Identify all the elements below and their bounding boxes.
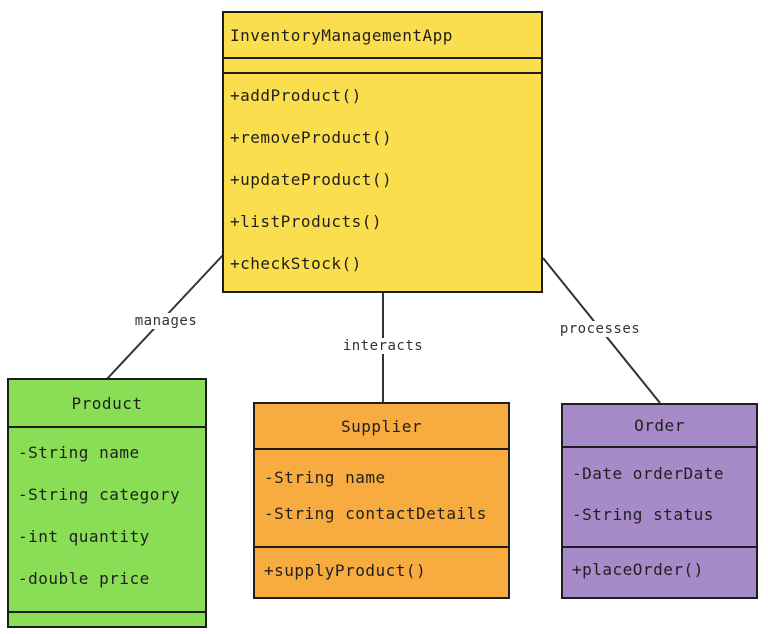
interacts-relationship-label: interacts xyxy=(337,338,429,354)
attribute-item: -String name xyxy=(264,467,386,487)
class-title: Supplier xyxy=(255,404,508,450)
method-item: +addProduct() xyxy=(230,85,362,105)
method-item: +removeProduct() xyxy=(230,127,393,147)
class-title: InventoryManagementApp xyxy=(224,13,541,59)
attribute-item: -String status xyxy=(572,505,714,524)
method-item: +placeOrder() xyxy=(572,560,704,579)
method-item: +supplyProduct() xyxy=(264,560,427,580)
attribute-item: -int quantity xyxy=(18,526,150,546)
methods-compartment: +supplyProduct() xyxy=(255,548,508,597)
processes-relationship-label: processes xyxy=(554,321,646,337)
class-order[interactable]: Order -Date orderDate -String status +pl… xyxy=(561,403,758,599)
attributes-compartment: -Date orderDate -String status xyxy=(563,448,756,548)
method-item: +listProducts() xyxy=(230,211,382,231)
methods-compartment-empty xyxy=(9,613,205,626)
attribute-item: -String name xyxy=(18,442,140,462)
method-item: +checkStock() xyxy=(230,253,362,273)
method-item: +updateProduct() xyxy=(230,169,393,189)
attribute-item: -String category xyxy=(18,484,181,504)
attributes-compartment-empty xyxy=(224,59,541,74)
class-product[interactable]: Product -String name -String category -i… xyxy=(7,378,207,628)
manages-relationship-label: manages xyxy=(129,313,203,329)
methods-compartment: +addProduct() +removeProduct() +updatePr… xyxy=(224,74,541,291)
class-supplier[interactable]: Supplier -String name -String contactDet… xyxy=(253,402,510,599)
class-title: Product xyxy=(9,380,205,428)
attribute-item: -Date orderDate xyxy=(572,464,724,483)
attributes-compartment: -String name -String contactDetails xyxy=(255,450,508,548)
class-inventory-management-app[interactable]: InventoryManagementApp +addProduct() +re… xyxy=(222,11,543,293)
attributes-compartment: -String name -String category -int quant… xyxy=(9,428,205,613)
attribute-item: -double price xyxy=(18,568,150,588)
attribute-item: -String contactDetails xyxy=(264,503,487,523)
class-title: Order xyxy=(563,405,756,448)
methods-compartment: +placeOrder() xyxy=(563,548,756,597)
